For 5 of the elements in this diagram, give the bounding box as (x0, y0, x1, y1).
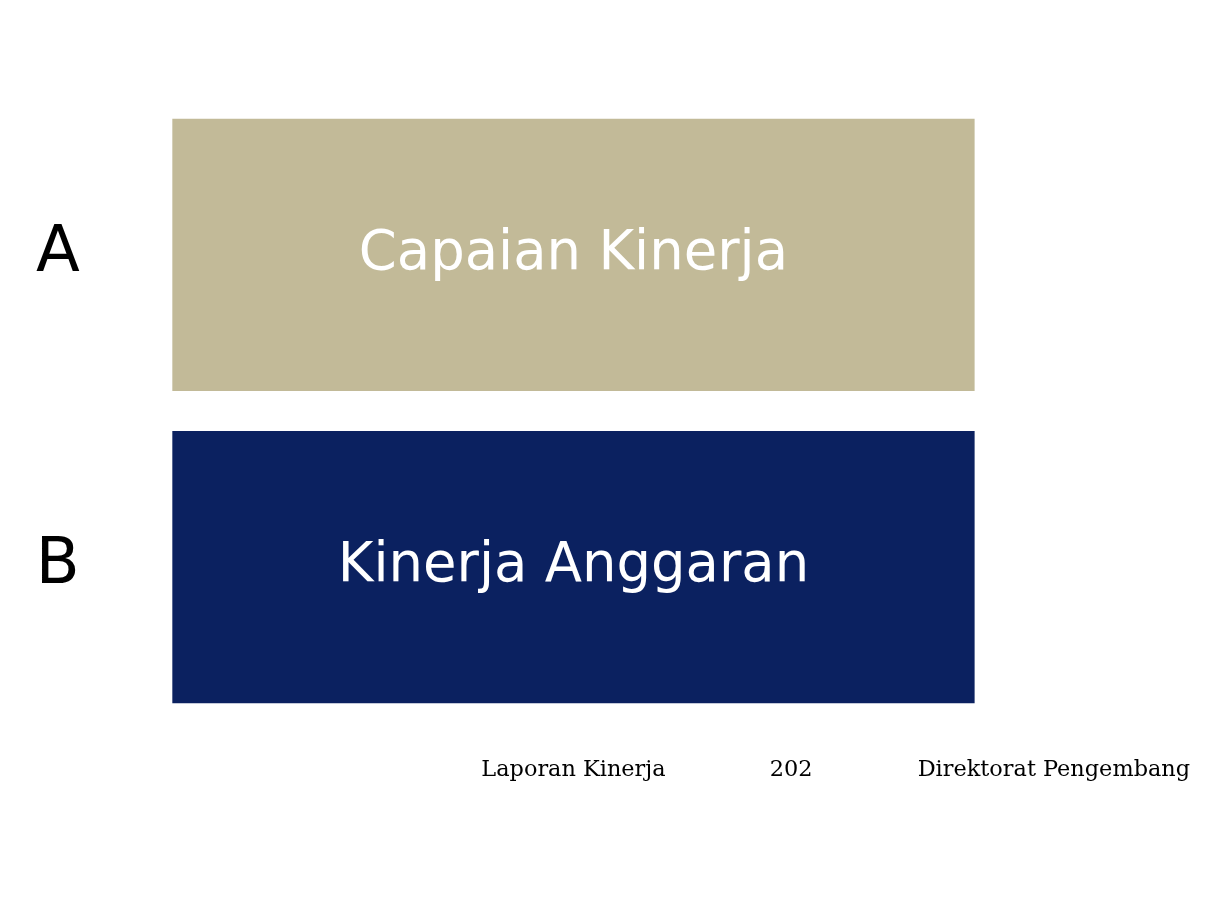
label: 202 (769, 754, 813, 781)
node-label: B (35, 524, 80, 599)
node-label: A (35, 211, 80, 286)
label: Direktorat Pengembang (917, 754, 1191, 781)
label: Laporan Kinerja (481, 754, 666, 781)
